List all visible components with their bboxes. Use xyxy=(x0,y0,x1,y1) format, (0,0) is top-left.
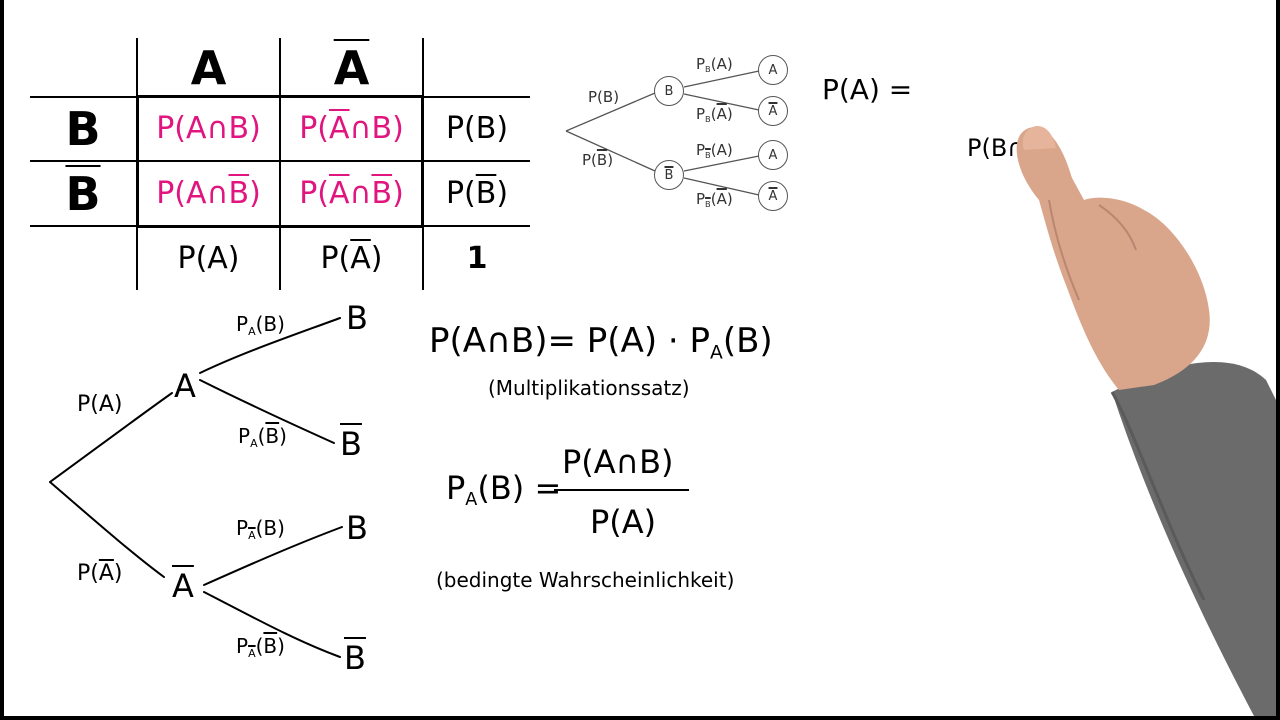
cell-p-not-b: P(B) xyxy=(445,175,509,211)
header-not-a: A xyxy=(333,41,370,95)
small-tree-edges xyxy=(565,70,760,196)
table-hline-2 xyxy=(30,160,530,162)
p-a-equals: P(A) = xyxy=(822,73,913,106)
cell-p-b: P(B) xyxy=(445,111,509,146)
cell-a-and-b: P(A∩B) xyxy=(156,111,261,146)
cell-a-and-not-b: P(A∩B) xyxy=(156,175,261,211)
big-leaf-b-2: B xyxy=(346,509,368,547)
big-edge-label-1: PA(B) xyxy=(236,312,285,338)
big-tree-edges xyxy=(49,317,343,658)
small-edge-p-b: P(B) xyxy=(588,88,620,106)
conditional-lhs: PA(B) = xyxy=(446,469,562,511)
big-edge-p-a: P(A) xyxy=(77,392,123,417)
small-leaf-not-a-1: A xyxy=(758,96,788,126)
conditional-denominator: P(A) xyxy=(590,503,657,541)
big-node-a: A xyxy=(174,367,196,405)
header-b: B xyxy=(65,102,101,156)
big-edge-label-4: PA(B) xyxy=(236,634,285,660)
fraction-line xyxy=(554,489,689,491)
cell-total: 1 xyxy=(466,240,488,276)
header-a: A xyxy=(190,41,227,95)
header-not-b: B xyxy=(65,166,101,221)
table-vline-2 xyxy=(279,38,281,290)
cell-not-a-and-not-b: P(A∩B) xyxy=(299,175,404,211)
small-leaf-a-1: A xyxy=(758,55,788,85)
big-leaf-b-1: B xyxy=(346,299,368,337)
table-inner-box xyxy=(136,95,424,228)
big-leaf-not-b-2: B xyxy=(344,639,366,677)
big-edge-label-3: PA(B) xyxy=(236,516,285,542)
conditional-numerator: P(A∩B) xyxy=(562,443,674,481)
multiplication-rule-label: (Multiplikationssatz) xyxy=(488,376,690,400)
small-edge-label-1: PB(A) xyxy=(696,55,733,74)
small-edge-label-4: PB(A) xyxy=(696,190,733,209)
conditional-label: (bedingte Wahrscheinlichkeit) xyxy=(436,568,735,592)
big-leaf-not-b-1: B xyxy=(340,425,362,463)
cell-p-not-a: P(A) xyxy=(320,240,383,276)
small-edge-label-3: PB(A) xyxy=(696,141,733,160)
small-leaf-not-a-2: A xyxy=(758,181,788,211)
pointing-hand xyxy=(1016,125,1276,716)
cell-p-a: P(A) xyxy=(177,240,240,276)
small-edge-label-2: PB(A) xyxy=(696,105,733,124)
multiplication-rule: P(A∩B)= P(A) · PA(B) xyxy=(429,321,773,364)
small-edge-p-not-b: P(B) xyxy=(582,151,614,169)
small-node-not-b: B xyxy=(654,160,684,190)
whiteboard: A A B B P(A∩B) P(A∩B) P(A∩B) P(A∩B) P(B)… xyxy=(4,0,1276,716)
small-leaf-a-2: A xyxy=(758,140,788,170)
cell-not-a-and-b: P(A∩B) xyxy=(299,111,404,146)
big-edge-p-not-a: P(A) xyxy=(77,561,123,586)
big-edge-label-2: PA(B) xyxy=(238,424,287,450)
small-node-b: B xyxy=(654,76,684,106)
big-node-not-a: A xyxy=(172,567,194,605)
